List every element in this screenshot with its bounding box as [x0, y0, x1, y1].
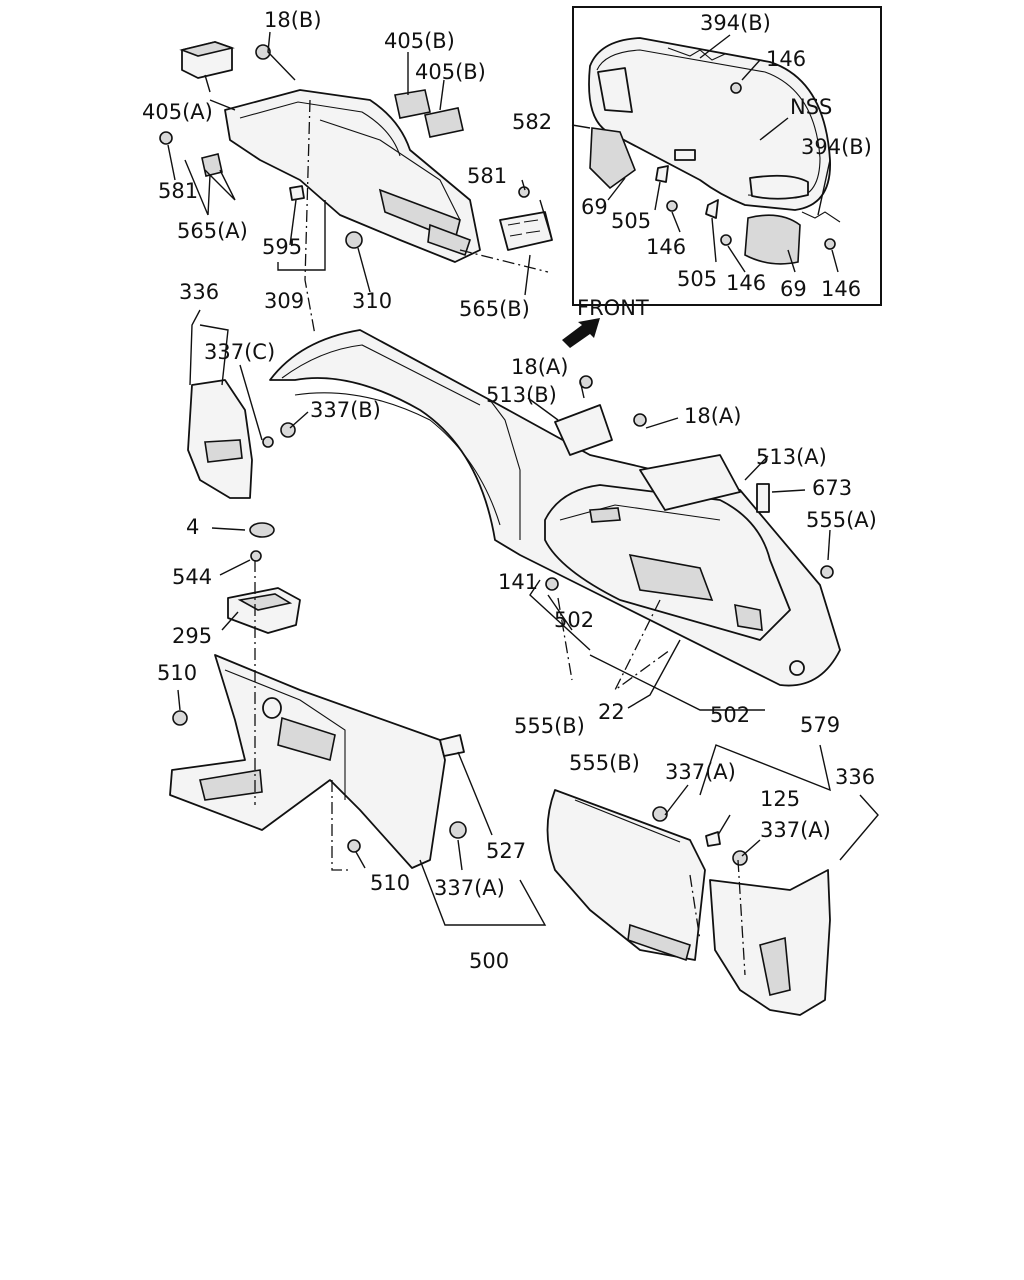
- label-405b-2: 405(B): [415, 60, 486, 84]
- inset-clips: [655, 47, 841, 250]
- label-500: 500: [469, 949, 509, 973]
- lower-console-500: [169, 654, 467, 869]
- glove-box-579: [546, 789, 748, 962]
- label-309: 309: [264, 289, 304, 313]
- label-337b: 337(B): [310, 398, 381, 422]
- label-146-mid: 146: [646, 235, 686, 259]
- brackets-513: [545, 375, 834, 591]
- switch-panel-565b: [499, 211, 553, 251]
- label-336-right: 336: [835, 765, 875, 789]
- label-513b: 513(B): [486, 383, 557, 407]
- label-505-right: 505: [677, 267, 717, 291]
- vent-405a: [179, 41, 235, 79]
- label-502-1: 502: [554, 608, 594, 632]
- meter-leaders: [167, 31, 553, 336]
- side-cover-336-right: [709, 869, 831, 1016]
- label-565a: 565(A): [177, 219, 248, 243]
- main-leaders: [189, 309, 831, 711]
- label-69-left: 69: [581, 195, 608, 219]
- label-337a-3: 337(A): [434, 876, 505, 900]
- label-582: 582: [512, 110, 552, 134]
- label-front: FRONT: [577, 296, 649, 320]
- label-310: 310: [352, 289, 392, 313]
- label-295: 295: [172, 624, 212, 648]
- label-510-top: 510: [157, 661, 197, 685]
- label-555a: 555(A): [806, 508, 877, 532]
- label-146-top: 146: [766, 47, 806, 71]
- label-405b-1: 405(B): [384, 29, 455, 53]
- front-arrow-icon: [562, 318, 600, 348]
- label-581-right: 581: [467, 164, 507, 188]
- label-673: 673: [812, 476, 852, 500]
- label-22: 22: [598, 700, 625, 724]
- right-leaders: [664, 744, 879, 976]
- small-parts-left: [159, 44, 530, 249]
- label-581-left: 581: [158, 179, 198, 203]
- label-336-left: 336: [179, 280, 219, 304]
- label-337a-1: 337(A): [665, 760, 736, 784]
- label-337a-2: 337(A): [760, 818, 831, 842]
- label-595: 595: [262, 235, 302, 259]
- label-337c: 337(C): [204, 340, 275, 364]
- label-141: 141: [498, 570, 538, 594]
- label-565b: 565(B): [459, 297, 530, 321]
- lower-leaders: [177, 527, 547, 926]
- part-labels: 18(B) 405(B) 405(B) 405(A) 581 565(A) 59…: [142, 8, 877, 973]
- inset-leaders: [571, 34, 839, 273]
- grille-panel-inset: [588, 37, 831, 265]
- label-394b-top: 394(B): [700, 11, 771, 35]
- vents-405b: [394, 89, 464, 138]
- label-405a: 405(A): [142, 100, 213, 124]
- label-125: 125: [760, 787, 800, 811]
- label-69-right: 69: [780, 277, 807, 301]
- instrument-panel: [269, 329, 841, 687]
- meter-hood: [224, 89, 481, 263]
- label-579: 579: [800, 713, 840, 737]
- label-394b-right: 394(B): [801, 135, 872, 159]
- label-502-2: 502: [710, 703, 750, 727]
- cup-holder-295: [227, 522, 301, 634]
- side-cover-336-left: [187, 379, 296, 499]
- label-146-bot2: 146: [821, 277, 861, 301]
- label-505-left: 505: [611, 209, 651, 233]
- label-nss: NSS: [790, 95, 832, 119]
- label-146-bot1: 146: [726, 271, 766, 295]
- label-18b: 18(B): [264, 8, 322, 32]
- label-510-bot: 510: [370, 871, 410, 895]
- label-513a: 513(A): [756, 445, 827, 469]
- label-4: 4: [186, 515, 199, 539]
- label-18a-2: 18(A): [684, 404, 741, 428]
- inset-frame: [572, 6, 882, 306]
- label-555b-1: 555(B): [514, 714, 585, 738]
- label-544: 544: [172, 565, 212, 589]
- label-18a-1: 18(A): [511, 355, 568, 379]
- label-527: 527: [486, 839, 526, 863]
- label-555b-2: 555(B): [569, 751, 640, 775]
